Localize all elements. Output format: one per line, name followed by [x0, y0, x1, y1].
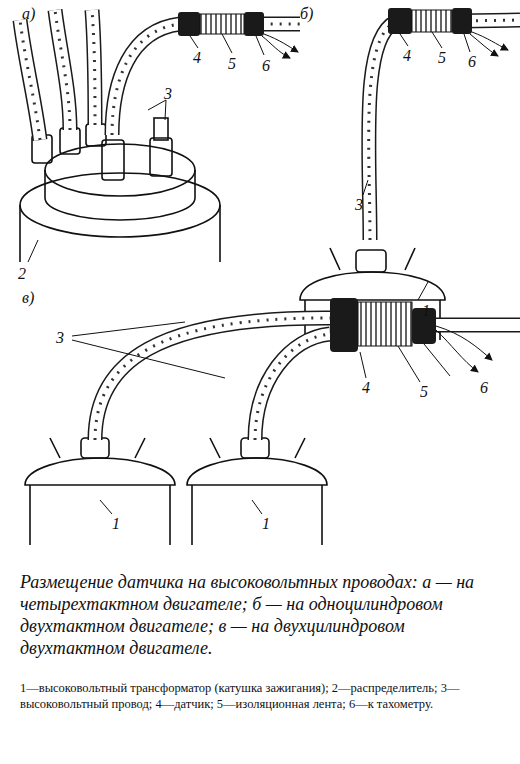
callout-number: 3: [164, 86, 172, 102]
callout-number: 4: [362, 380, 370, 396]
callout-number: 2: [18, 266, 26, 282]
callout-number: 4: [193, 50, 201, 66]
callout-number: 1: [112, 516, 120, 532]
caption: Размещение датчика на высоковольтных про…: [20, 572, 502, 660]
hv-wire: [20, 10, 300, 140]
panel-letter: а): [22, 6, 35, 22]
hv-wire: [95, 318, 520, 440]
callout-number: 5: [420, 384, 428, 400]
callout-number: 6: [480, 380, 488, 396]
legend-item: 2—распределитель;: [332, 681, 438, 695]
sensor: [330, 298, 436, 352]
legend-item: 5—изоляционная лента;: [217, 697, 346, 711]
callout-number: 5: [228, 56, 236, 72]
legend-item: 6—к тахометру.: [349, 697, 433, 711]
callout-number: 1: [422, 303, 430, 319]
panel-letter: б): [300, 6, 313, 22]
callout-number: 3: [56, 330, 64, 346]
legend-text: 1—высоковольтный трансформатор (катушка …: [20, 680, 502, 713]
sensor: [178, 12, 264, 36]
panel-letter: в): [22, 290, 34, 306]
callout-number: 6: [468, 54, 476, 70]
hv-wire: [369, 20, 520, 240]
callout-number: 6: [262, 58, 270, 74]
distributor: [20, 118, 220, 262]
callout-number: 4: [403, 48, 411, 64]
ignition-coil: [25, 438, 327, 545]
callout-number: 3: [355, 197, 363, 213]
sensor: [388, 8, 472, 34]
callout-number: 5: [438, 50, 446, 66]
legend-item: 1—высоковольтный трансформатор (катушка …: [20, 681, 329, 695]
legend-item: 4—датчик;: [155, 697, 213, 711]
callout-number: 1: [262, 516, 270, 532]
